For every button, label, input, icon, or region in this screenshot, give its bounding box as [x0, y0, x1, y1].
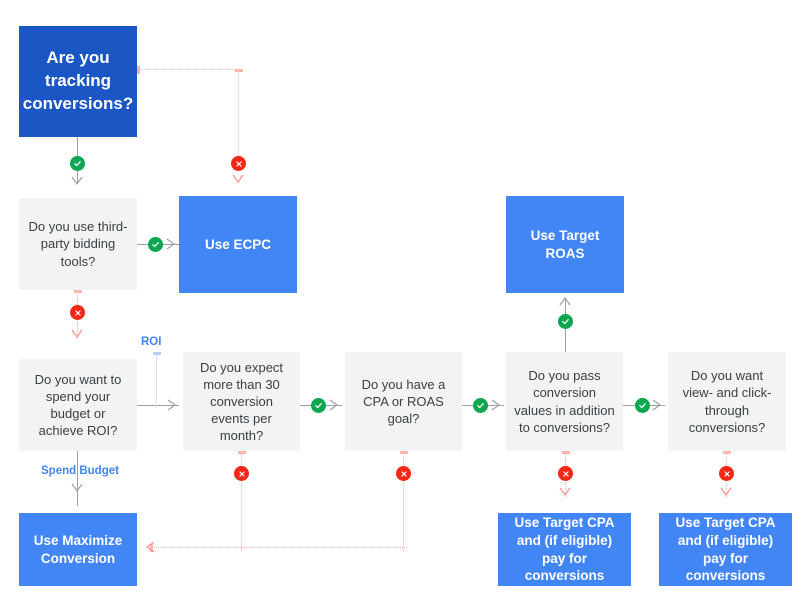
- arrow-right-thirty-conv-yes: [326, 398, 340, 412]
- edge-label-spend-budget: Spend Budget: [41, 465, 119, 477]
- node-label: Do you have a CPA or ROAS goal?: [361, 376, 446, 427]
- node-cpa-or-roas-goal[interactable]: Do you have a CPA or ROAS goal?: [345, 352, 462, 451]
- node-view-and-click-through[interactable]: Do you want view- and click-through conv…: [668, 352, 786, 451]
- badge-no-view-click: [719, 466, 734, 481]
- node-label: Use ECPC: [204, 236, 272, 252]
- arrow-down-start-yes: [70, 174, 84, 188]
- badge-yes-thirty-conv: [311, 398, 326, 413]
- arrow-right-roi: [164, 398, 178, 412]
- node-label: Use Target ROAS: [530, 227, 600, 261]
- arrow-down-start-no: [231, 172, 245, 186]
- badge-yes-pass-values: [558, 314, 573, 329]
- arrow-down-pass-values-no: [558, 485, 572, 499]
- node-thirty-conversion-events[interactable]: Do you expect more than 30 conversion ev…: [183, 352, 300, 451]
- badge-yes-start: [70, 156, 85, 171]
- arrow-right-cpa-roas-yes: [488, 398, 502, 412]
- arrow-right-third-party-yes: [163, 237, 177, 251]
- node-label: Do you want view- and click-through conv…: [682, 368, 772, 435]
- edge-start-no-vertical: [238, 69, 239, 162]
- node-label: Are you tracking conversions?: [22, 48, 134, 113]
- edge-return-bus-to-maximize: [150, 547, 407, 548]
- edge-roi-label-tick: [156, 352, 157, 408]
- edge-cpa-roas-no-vertical: [403, 451, 404, 551]
- edge-start-no-horizontal: [137, 69, 241, 70]
- node-pass-conversion-values[interactable]: Do you pass conversion values in additio…: [506, 352, 623, 451]
- edge-thirty-conv-no-vertical: [241, 451, 242, 551]
- arrow-down-third-party-no: [70, 327, 84, 341]
- node-label: Use Target CPA and (if eligible) pay for…: [675, 514, 776, 584]
- badge-yes-third-party: [148, 237, 163, 252]
- node-label: Use Target CPA and (if eligible) pay for…: [514, 514, 615, 584]
- arrow-down-view-click-no: [719, 485, 733, 499]
- badge-no-third-party: [70, 305, 85, 320]
- arrow-right-pass-values-yes: [649, 398, 663, 412]
- arrow-left-return-bus: [144, 540, 158, 554]
- badge-no-cpa-roas: [396, 466, 411, 481]
- badge-yes-pass-values-right: [635, 398, 650, 413]
- badge-no-pass-values: [558, 466, 573, 481]
- node-label: Do you pass conversion values in additio…: [514, 368, 615, 435]
- arrow-down-spend-budget: [70, 481, 84, 495]
- node-are-you-tracking-conversions[interactable]: Are you tracking conversions?: [19, 26, 137, 137]
- node-use-target-cpa-right[interactable]: Use Target CPA and (if eligible) pay for…: [659, 513, 792, 586]
- node-label: Do you use third-party bidding tools?: [28, 219, 128, 269]
- node-label: Do you want to spend your budget or achi…: [34, 371, 122, 439]
- badge-yes-cpa-roas: [473, 398, 488, 413]
- arrow-up-pass-values-yes: [558, 295, 572, 309]
- badge-no-thirty-conv: [234, 466, 249, 481]
- node-use-target-cpa-left[interactable]: Use Target CPA and (if eligible) pay for…: [498, 513, 631, 586]
- badge-no-start: [231, 156, 246, 171]
- node-use-target-roas[interactable]: Use Target ROAS: [506, 196, 624, 293]
- node-third-party-bidding-tools[interactable]: Do you use third-party bidding tools?: [19, 198, 137, 290]
- node-budget-or-roi[interactable]: Do you want to spend your budget or achi…: [19, 359, 137, 451]
- node-label: Use Maximize Conversion: [33, 532, 123, 566]
- node-use-maximize-conversion[interactable]: Use Maximize Conversion: [19, 513, 137, 586]
- edge-budget-to-maximize: [77, 451, 78, 506]
- edge-budget-to-thirty-conv: [137, 405, 179, 406]
- node-use-ecpc[interactable]: Use ECPC: [179, 196, 297, 293]
- node-label: Do you expect more than 30 conversion ev…: [199, 359, 284, 444]
- edge-label-roi: ROI: [141, 336, 162, 348]
